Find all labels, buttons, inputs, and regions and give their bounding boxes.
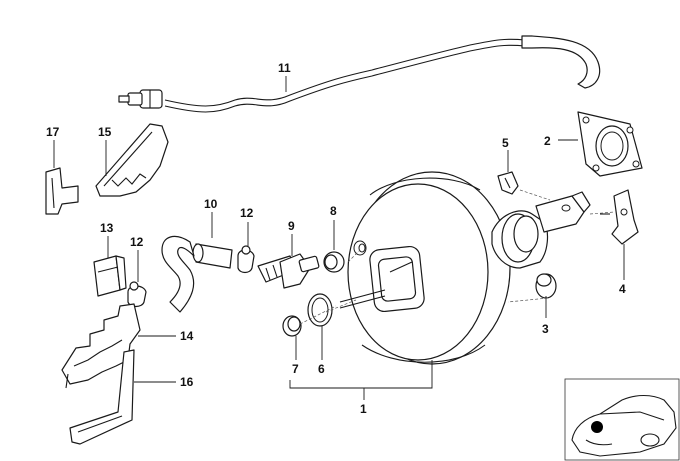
callout-3: 3 — [542, 322, 549, 336]
brake-booster-part-1[interactable] — [339, 171, 591, 365]
callout-11: 11 — [278, 61, 291, 75]
callout-15: 15 — [98, 125, 112, 139]
clamp-part-12-upper[interactable] — [237, 245, 255, 274]
callout-14: 14 — [180, 329, 194, 343]
bracket-part-17[interactable] — [45, 167, 79, 215]
callout-12-lower: 12 — [130, 235, 144, 249]
clamp-part-12-lower[interactable] — [127, 281, 147, 308]
callout-16: 16 — [180, 375, 194, 389]
rubber-mount-part-13[interactable] — [93, 255, 127, 297]
callout-9: 9 — [288, 219, 295, 233]
elbow-fitting-part-9[interactable] — [257, 253, 320, 289]
grommet-part-3[interactable] — [535, 273, 557, 299]
car-outline-icon — [571, 394, 677, 457]
grommet-part-7[interactable] — [282, 315, 302, 337]
callout-4: 4 — [619, 282, 626, 296]
callout-17: 17 — [46, 125, 60, 139]
hose-part-10[interactable] — [161, 235, 233, 313]
vacuum-line-part-11[interactable] — [118, 35, 601, 113]
callout-1: 1 — [360, 402, 367, 416]
callout-labels: 1 2 3 4 5 6 7 8 9 10 11 12 12 13 14 15 1… — [46, 61, 626, 416]
callout-12-upper: 12 — [240, 206, 254, 220]
callout-8: 8 — [330, 204, 337, 218]
car-locator-inset — [564, 378, 680, 461]
assembly-lines — [299, 189, 615, 325]
gasket-part-2[interactable] — [577, 111, 643, 177]
bracket-pin-part-4[interactable] — [600, 189, 639, 245]
callout-7: 7 — [292, 362, 299, 376]
callout-2: 2 — [544, 134, 551, 148]
mounting-plate-part-15[interactable] — [95, 123, 169, 197]
clip-part-5[interactable] — [497, 171, 519, 195]
leader-lines — [53, 76, 625, 400]
callout-13: 13 — [100, 221, 114, 235]
locator-dot — [591, 421, 603, 433]
strap-part-16[interactable] — [69, 349, 135, 445]
bracket-part-14[interactable] — [61, 303, 141, 389]
callout-6: 6 — [318, 362, 325, 376]
callout-10: 10 — [204, 197, 218, 211]
grommet-part-8[interactable] — [323, 251, 345, 273]
callout-5: 5 — [502, 136, 509, 150]
